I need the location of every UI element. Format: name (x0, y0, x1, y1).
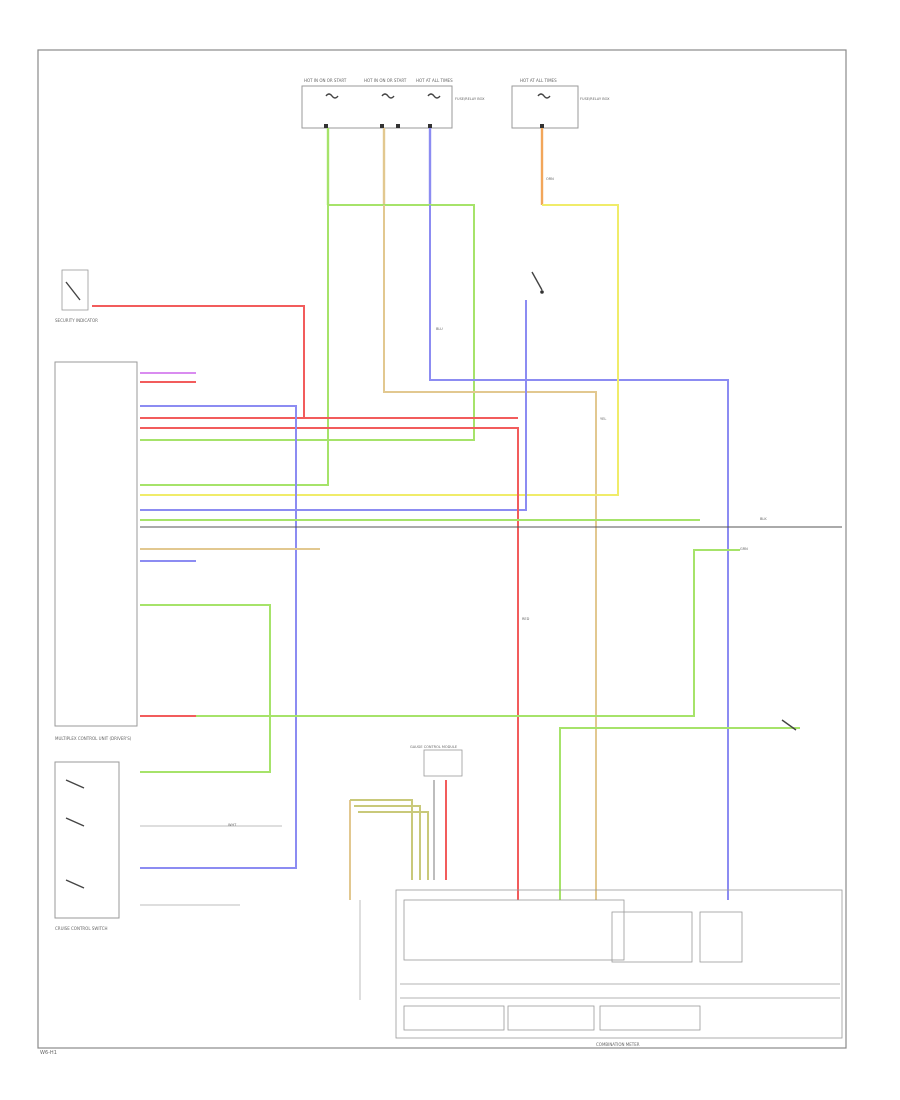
gauge-control-module: GAUGE CONTROL MODULE (410, 745, 463, 777)
gauge-control-label: GAUGE CONTROL MODULE (410, 745, 457, 749)
cruise-control-switch: CRUISE CONTROL SWITCH (54, 761, 120, 931)
wire-routes (92, 204, 800, 900)
cruise-switch-label: CRUISE CONTROL SWITCH (55, 926, 108, 931)
switch-symbols (531, 271, 797, 731)
yellow-wire (140, 204, 619, 496)
multiplex-control-unit: MULTIPLEX CONTROL UNIT (DRIVER'S) (54, 361, 138, 741)
wire-color-grn: GRN (740, 547, 748, 551)
tan-wire (383, 205, 597, 900)
diagram-frame (37, 49, 847, 1049)
blue-wire (429, 205, 729, 900)
wire-color-blk: BLK (760, 517, 767, 521)
security-indicator: SECURITY INDICATOR (55, 269, 98, 323)
combination-meter: COMBINATION METER (395, 889, 843, 1047)
wire-color-blu: BLU (436, 327, 443, 331)
fuse-box-label-left: FUSE/RELAY BOX (455, 97, 485, 101)
fuse-label-3: HOT AT ALL TIMES (416, 78, 453, 83)
fuse-feeds (326, 128, 544, 205)
multiplex-label: MULTIPLEX CONTROL UNIT (DRIVER'S) (55, 736, 132, 741)
gray-wires (140, 825, 361, 1000)
fuse-label-2: HOT IN ON OR START (364, 78, 407, 83)
footer-code: W6-H1 (40, 1050, 57, 1056)
green-wire (140, 205, 329, 486)
wire-color-yel: YEL (600, 417, 606, 421)
fuse-box-right: HOT AT ALL TIMES FUSE/RELAY BOX (511, 78, 610, 129)
red-wire (92, 305, 305, 419)
combination-meter-label: COMBINATION METER (596, 1042, 640, 1047)
fuse-box-label-right: FUSE/RELAY BOX (580, 97, 610, 101)
wire-color-legend: BLK RED GRN BLU YEL ORN WHT (228, 177, 767, 827)
wire-color-orn: ORN (546, 177, 554, 181)
fuse-box-left: HOT IN ON OR START HOT IN ON OR START HO… (301, 78, 485, 129)
wire-color-red: RED (522, 617, 530, 621)
security-indicator-label: SECURITY INDICATOR (55, 318, 98, 323)
wire-color-wht: WHT (228, 823, 237, 827)
fuse-label-4: HOT AT ALL TIMES (520, 78, 557, 83)
fuse-label-1: HOT IN ON OR START (304, 78, 347, 83)
